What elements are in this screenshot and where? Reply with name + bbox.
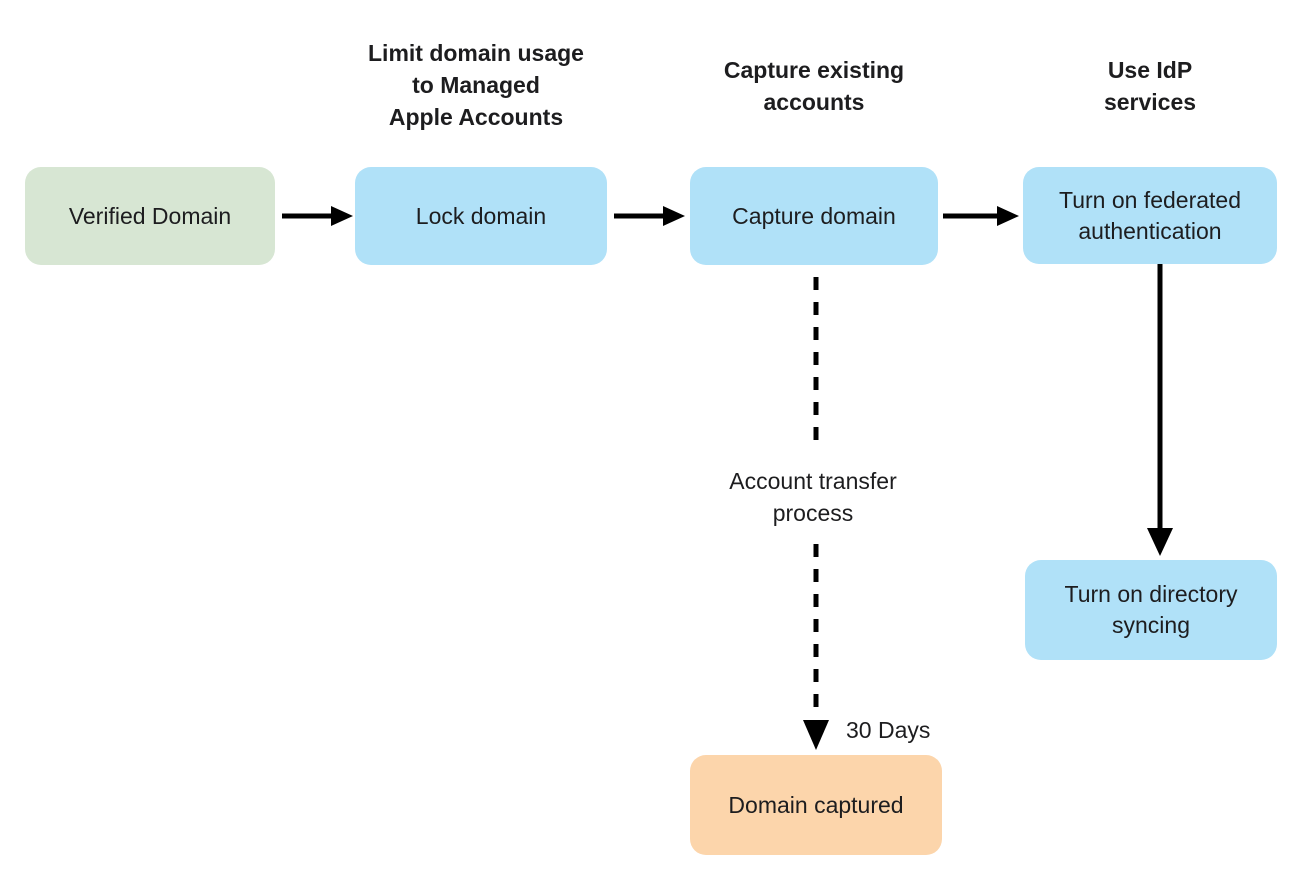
node-verified-domain: Verified Domain — [25, 167, 275, 265]
node-capture-domain: Capture domain — [690, 167, 938, 265]
node-lock-domain: Lock domain — [355, 167, 607, 265]
node-domain-captured: Domain captured — [690, 755, 942, 855]
arrow-federated-to-directory — [1147, 264, 1173, 556]
arrow-verified-to-lock — [282, 206, 353, 226]
label-capture-existing-accounts: Capture existing accounts — [723, 57, 905, 115]
arrow-lock-to-capture — [614, 206, 685, 226]
label-account-transfer-process: Account transfer process — [729, 468, 897, 526]
node-directory-syncing: Turn on directory syncing — [1025, 560, 1277, 660]
label-use-idp-services: Use IdP services — [1103, 57, 1197, 115]
label-limit-domain-usage: Limit domain usage to Managed Apple Acco… — [368, 40, 584, 130]
label-30-days: 30 Days — [846, 717, 931, 743]
arrow-capture-to-federated — [943, 206, 1019, 226]
node-federated-authentication: Turn on federated authentication — [1023, 167, 1277, 264]
